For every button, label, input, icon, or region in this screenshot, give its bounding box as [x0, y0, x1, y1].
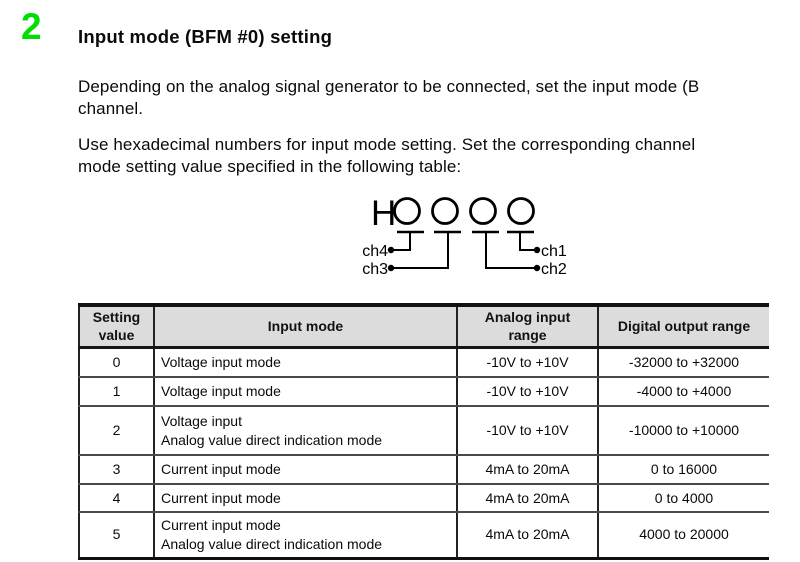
cell-analog-range: 4mA to 20mA [456, 455, 598, 485]
cell-mode: Current input mode [153, 455, 457, 485]
cell-mode: Voltage input Analog value direct indica… [153, 406, 457, 456]
header-digital-output-range: Digital output range [597, 305, 769, 349]
paragraph-line: channel. [78, 98, 144, 118]
cell-analog-range: -10V to +10V [456, 406, 598, 456]
table-row: 1 Voltage input mode -10V to +10V -4000 … [79, 377, 769, 407]
header-setting-value: Setting value [79, 305, 154, 349]
cell-digital-range: -32000 to +32000 [597, 347, 769, 378]
table-row: 5 Current input mode Analog value direct… [79, 512, 769, 560]
paragraph-intro: Depending on the analog signal generator… [78, 76, 800, 119]
label-ch4: ch4 [362, 243, 388, 260]
cell-setting: 5 [79, 512, 154, 560]
table-row: 3 Current input mode 4mA to 20mA 0 to 16… [79, 455, 769, 485]
table-header-row: Setting value Input mode Analog input ra… [79, 305, 769, 349]
section-number: 2 [21, 6, 42, 47]
cell-mode: Voltage input mode [153, 347, 457, 378]
table-row: 2 Voltage input Analog value direct indi… [79, 406, 769, 456]
cell-setting: 1 [79, 377, 154, 407]
header-analog-input-range: Analog input range [456, 305, 598, 349]
cell-analog-range: 4mA to 20mA [456, 512, 598, 560]
table-row: 0 Voltage input mode -10V to +10V -32000… [79, 347, 769, 378]
cell-analog-range: -10V to +10V [456, 377, 598, 407]
label-ch2: ch2 [541, 261, 567, 278]
cell-digital-range: -4000 to +4000 [597, 377, 769, 407]
connector-dots-icon [387, 246, 541, 272]
hex-digit-diagram: H ch4 ch3 ch1 ch2 [362, 194, 567, 278]
cell-mode: Current input mode Analog value direct i… [153, 512, 457, 560]
paragraph-line: Use hexadecimal numbers for input mode s… [78, 135, 696, 154]
input-mode-table: Setting value Input mode Analog input ra… [78, 303, 769, 560]
paragraph-line: Depending on the analog signal generator… [78, 77, 700, 96]
cell-digital-range: 0 to 16000 [597, 455, 769, 485]
cell-digital-range: -10000 to +10000 [597, 406, 769, 456]
paragraph-instruction: Use hexadecimal numbers for input mode s… [78, 134, 800, 177]
cell-analog-range: -10V to +10V [456, 347, 598, 378]
header-input-mode: Input mode [153, 305, 457, 349]
label-ch3: ch3 [362, 261, 388, 278]
cell-setting: 3 [79, 455, 154, 485]
cell-setting: 4 [79, 484, 154, 513]
cell-digital-range: 4000 to 20000 [597, 512, 769, 560]
page-title: Input mode (BFM #0) setting [78, 26, 333, 47]
label-ch1: ch1 [541, 243, 567, 260]
table-row: 4 Current input mode 4mA to 20mA 0 to 40… [79, 484, 769, 513]
hex-prefix-h: H [371, 194, 396, 233]
cell-digital-range: 0 to 4000 [597, 484, 769, 513]
cell-setting: 2 [79, 406, 154, 456]
cell-mode: Voltage input mode [153, 377, 457, 407]
digit-circles-icon [393, 197, 535, 225]
cell-mode: Current input mode [153, 484, 457, 513]
cell-analog-range: 4mA to 20mA [456, 484, 598, 513]
channel-connector-lines-icon [391, 232, 537, 269]
cell-setting: 0 [79, 347, 154, 378]
paragraph-line: mode setting value specified in the foll… [78, 156, 462, 176]
